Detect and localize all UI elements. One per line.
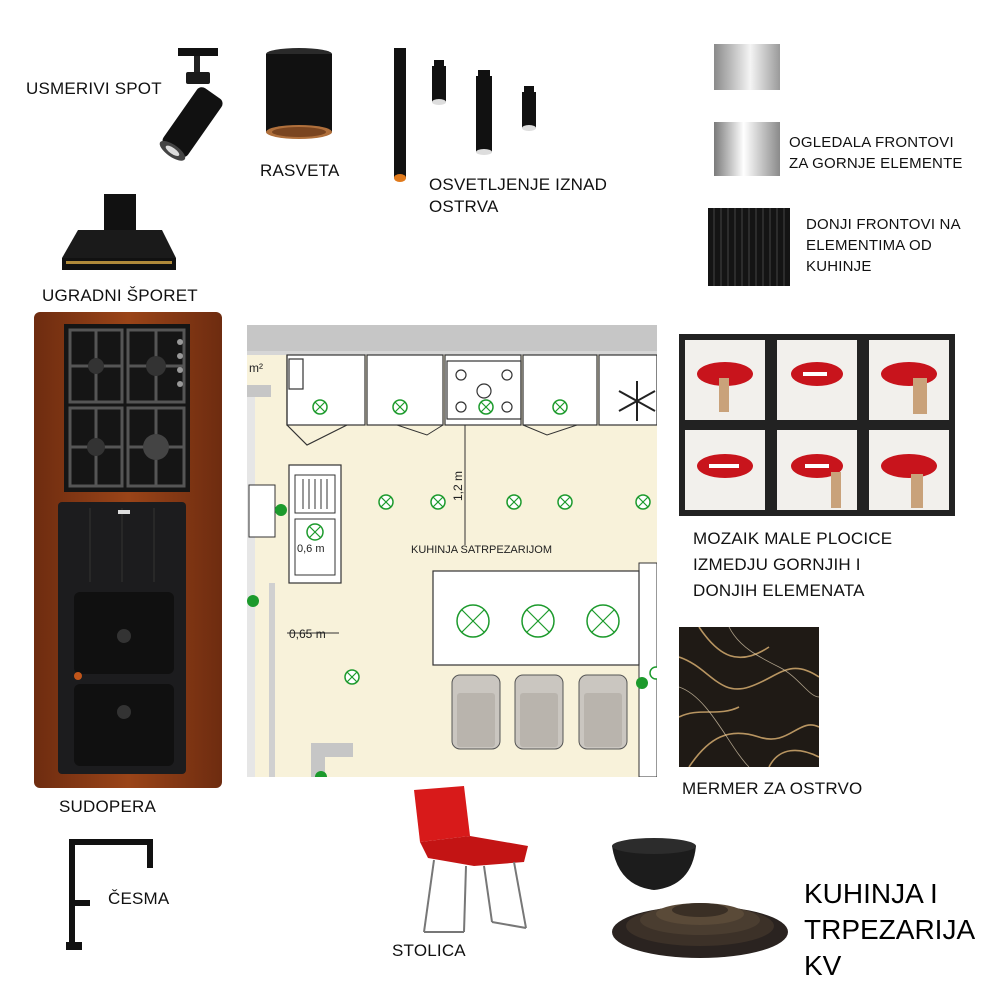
page-title: KUHINJA I TRPEZARIJA KV [804,878,976,981]
built-in-stove-label: UGRADNI ŠPORET [42,286,198,305]
marble-swatch [679,627,819,767]
faucet-image [58,830,162,952]
sink-label: SUDOPERA [59,797,157,816]
plan-dim-vertical: 1,2 m [451,470,465,501]
mirror-swatch-bottom [714,122,780,176]
decor-bowls-image [604,836,790,962]
ceiling-light-image [264,46,334,142]
plan-dim-sink: 0,6 m [297,543,325,555]
marble-label: MERMER ZA OSTRVO [682,779,863,798]
lower-fronts-label: DONJI FRONTOVI NA ELEMENTIMA OD KUHINJE [806,216,961,275]
floor-plan: m² 1,2 m 0,6 m KUHINJA SATRPEZARIJOM 0,6… [247,325,657,777]
counter-cooktop-sink-image [34,312,222,788]
plan-room-label: KUHINJA SATRPEZARIJOM [411,544,552,556]
mosaic-tiles-image [679,334,955,516]
lighting-label: RASVETA [260,161,340,180]
plan-area-unit: m² [249,361,263,375]
faucet-label: ČESMA [108,889,170,908]
directional-spot-label: USMERIVI SPOT [26,79,162,98]
directional-spot-image [150,44,225,164]
chair-label: STOLICA [392,941,466,960]
mosaic-label: MOZAIK MALE PLOCICE IZMEDJU GORNJIH I DO… [693,529,893,600]
lower-fronts-swatch [708,208,790,286]
red-chair-image [404,786,534,936]
range-hood-image [58,192,180,274]
mirror-swatch-top [714,44,780,90]
mirror-fronts-label: OGLEDALA FRONTOVI ZA GORNJE ELEMENTE [789,134,963,172]
plan-dim-bottom: 0,65 m [289,627,326,641]
island-pendant-lights-image [388,46,548,186]
island-lighting-label: OSVETLJENJE IZNAD OSTRVA [429,175,608,216]
